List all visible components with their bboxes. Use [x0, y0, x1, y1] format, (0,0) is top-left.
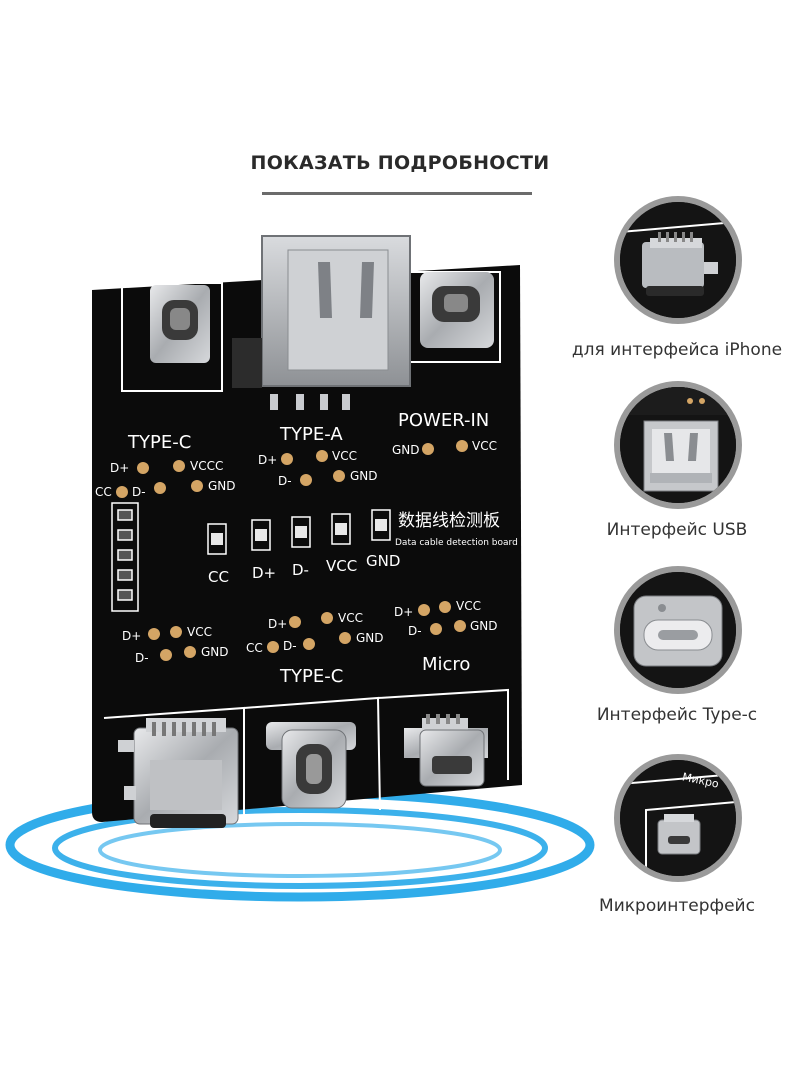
board-title-chinese: 数据线检测板 [398, 511, 500, 531]
micro-usb-port [404, 714, 488, 787]
svg-text:D-: D- [132, 485, 146, 499]
usb-a-port [232, 235, 411, 410]
pins-micro: D+ VCC D- GND [394, 599, 498, 638]
led-label-d-minus: D- [292, 561, 309, 579]
pcb-board [92, 265, 522, 822]
zoom-usb-c-port [614, 566, 742, 694]
title-underline [262, 192, 532, 195]
callout-label-usb: Интерфейс USB [606, 520, 748, 540]
svg-text:GND: GND [208, 479, 236, 493]
svg-text:D-: D- [278, 474, 292, 488]
indicator-leds [207, 509, 391, 555]
led-label-vcc: VCC [326, 557, 357, 575]
pins-type-c-top: D+ VCCC CC D- GND [95, 459, 236, 499]
svg-text:VCC: VCC [472, 439, 497, 453]
svg-text:GND: GND [201, 645, 229, 659]
resistor-array [111, 502, 139, 612]
pins-type-a: D+ VCC D- GND [258, 449, 378, 488]
svg-text:D-: D- [283, 639, 297, 653]
svg-text:VCC: VCC [187, 625, 212, 639]
type-c-port-top-left [121, 282, 223, 392]
pins-type-c-bottom: D+ VCC CC D- GND [246, 611, 384, 655]
svg-text:D+: D+ [394, 605, 413, 619]
svg-text:D+: D+ [268, 617, 287, 631]
svg-text:GND: GND [392, 443, 420, 457]
svg-text:CC: CC [95, 485, 112, 499]
callout-label-type-c: Интерфейс Type-c [596, 705, 758, 725]
blue-ring-decoration [5, 788, 595, 902]
svg-text:D+: D+ [258, 453, 277, 467]
zoom-usb-a-port [614, 381, 742, 509]
micro-usb-port-icon [620, 760, 736, 876]
lightning-port-icon [620, 202, 736, 318]
svg-text:D+: D+ [110, 461, 129, 475]
label-type-c-bottom: TYPE-C [279, 666, 343, 687]
callout-label-iphone: для интерфейса iPhone [571, 340, 783, 360]
type-c-port-top-right [407, 271, 501, 363]
svg-text:VCCC: VCCC [190, 459, 223, 473]
led-label-gnd: GND [366, 552, 400, 570]
svg-text:GND: GND [356, 631, 384, 645]
label-micro: Micro [422, 654, 470, 675]
svg-text:GND: GND [470, 619, 498, 633]
svg-text:D+: D+ [122, 629, 141, 643]
page-title: ПОКАЗАТЬ ПОДРОБНОСТИ [250, 152, 550, 174]
label-power-in: POWER-IN [398, 410, 489, 431]
pins-lightning: D+ VCC D- GND [122, 625, 229, 665]
svg-text:VCC: VCC [332, 449, 357, 463]
label-type-a: TYPE-A [279, 424, 343, 445]
usb-a-port-icon [620, 387, 736, 503]
led-label-cc: CC [208, 568, 229, 586]
pins-power-in: GND VCC [392, 439, 497, 457]
usb-c-port-icon [620, 572, 736, 688]
svg-text:GND: GND [350, 469, 378, 483]
svg-text:VCC: VCC [338, 611, 363, 625]
zoom-lightning-port [614, 196, 742, 324]
lightning-port [118, 718, 239, 828]
callout-label-micro: Микроинтерфейс [599, 896, 755, 916]
svg-text:VCC: VCC [456, 599, 481, 613]
led-label-d-plus: D+ [252, 564, 276, 582]
zoom-micro-usb-port: Микро [614, 754, 742, 882]
bottom-connector-frames [103, 688, 509, 820]
svg-text:D-: D- [135, 651, 149, 665]
svg-text:D-: D- [408, 624, 422, 638]
svg-text:CC: CC [246, 641, 263, 655]
label-type-c-top: TYPE-C [127, 432, 191, 453]
board-subtitle: Data cable detection board [395, 538, 518, 548]
type-c-port-bottom [266, 722, 356, 809]
